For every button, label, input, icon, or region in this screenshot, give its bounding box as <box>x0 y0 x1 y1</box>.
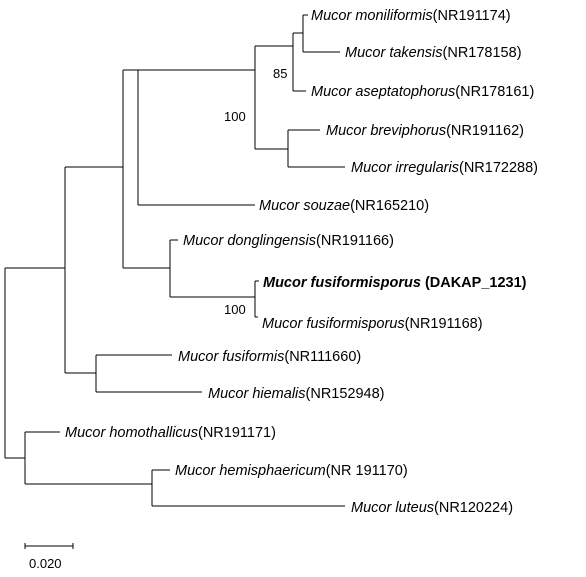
taxon-labels: Mucor moniliformis(NR191174) Mucor taken… <box>65 8 538 516</box>
taxon-label: Mucor donglingensis(NR191166) <box>183 233 394 249</box>
taxon-label: Mucor irregularis(NR172288) <box>351 160 538 176</box>
bootstrap-value: 100 <box>224 109 246 124</box>
scale-bar-label: 0.020 <box>29 556 62 571</box>
taxon-label: Mucor moniliformis(NR191174) <box>311 8 511 24</box>
scale-bar: 0.020 <box>24 543 74 571</box>
bootstrap-value: 100 <box>224 302 246 317</box>
bootstrap-values: 85 100 100 <box>224 66 287 317</box>
taxon-label: Mucor aseptatophorus(NR178161) <box>311 84 534 100</box>
taxon-label: Mucor souzae(NR165210) <box>259 198 429 214</box>
taxon-label: Mucor hiemalis(NR152948) <box>208 386 385 402</box>
taxon-label: Mucor luteus(NR120224) <box>351 500 513 516</box>
taxon-label: Mucor hemisphaericum(NR 191170) <box>175 463 408 479</box>
tree-branches <box>4 14 345 507</box>
taxon-label-highlighted: Mucor fusiformisporus (DAKAP_1231) <box>263 275 527 291</box>
taxon-label: Mucor takensis(NR178158) <box>345 45 522 61</box>
taxon-label: Mucor fusiformis(NR111660) <box>178 349 361 365</box>
taxon-label: Mucor fusiformisporus(NR191168) <box>262 316 483 332</box>
taxon-label: Mucor breviphorus(NR191162) <box>326 123 524 139</box>
taxon-label: Mucor homothallicus(NR191171) <box>65 425 276 441</box>
bootstrap-value: 85 <box>273 66 287 81</box>
